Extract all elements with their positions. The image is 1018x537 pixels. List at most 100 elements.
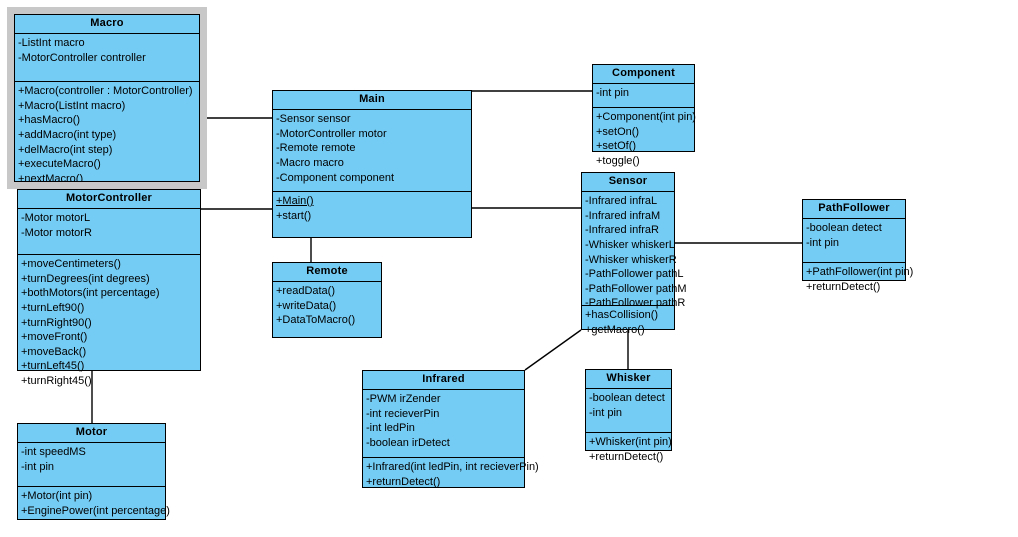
methods-compartment-remote: +readData() +writeData() +DataToMacro()	[273, 282, 381, 331]
method-row: +bothMotors(int percentage)	[21, 287, 160, 300]
attributes-compartment-motor: -int speedMS -int pin	[18, 443, 165, 487]
method-row: +Main()	[276, 195, 314, 207]
attribute-row: -int pin	[596, 87, 630, 99]
method-row: +addMacro(int type)	[18, 128, 117, 141]
uml-class-motorcontroller[interactable]: MotorController-Motor motorL-Motor motor…	[17, 189, 201, 387]
method-row: +Infrared(int ledPin, int recieverPin)	[366, 461, 539, 473]
attribute-row: -Component component	[276, 171, 395, 184]
methods-compartment-pathfollower: +PathFollower(int pin)+returnDetect()	[803, 263, 914, 297]
uml-class-pathfollower[interactable]: PathFollower -boolean detect -int pin +Path…	[802, 199, 913, 293]
attribute-row: -int ledPin	[366, 422, 415, 435]
attributes-compartment-main: -Sensor sensor -MotorController motor -Rem…	[273, 110, 471, 192]
method-row: +Whisker(int pin)	[589, 436, 672, 448]
method-row: +turnRight90()	[21, 316, 92, 329]
method-row: +Motor(int pin)	[21, 490, 93, 502]
attribute-row: -boolean detect	[806, 222, 882, 234]
method-row: +PathFollower(int pin)	[806, 266, 914, 278]
uml-class-whisker[interactable]: Whisker -boolean detect -int pin +Whisker(i…	[585, 369, 672, 463]
uml-class-main[interactable]: Main -Sensor sensor -MotorController motor…	[272, 90, 472, 238]
method-row: +returnDetect()	[366, 475, 441, 488]
uml-class-remote[interactable]: Remote +readData() +writeData() +DataToMacr…	[272, 262, 382, 338]
uml-class-sensor[interactable]: Sensor-Infrared infraL-Infrared infraM-I…	[581, 172, 687, 336]
method-row: +getMacro()	[585, 323, 645, 336]
attributes-compartment-sensor: -Infrared infraL -Infrared infraM -Infrare…	[582, 192, 687, 309]
attribute-row: -PathFollower pathR	[585, 297, 686, 310]
attribute-row: -int pin	[21, 460, 55, 473]
attribute-row: -Remote remote	[276, 142, 356, 155]
methods-compartment-whisker: +Whisker(int pin) +returnDetect()	[586, 433, 672, 467]
method-row: +moveCentimeters()	[21, 258, 121, 270]
class-name-motor: Motor	[18, 424, 165, 443]
method-row: +moveBack()	[21, 345, 87, 358]
attribute-row: -Whisker whiskerR	[585, 253, 677, 266]
methods-compartment-component: +Component(int pin)+setOn()+setOf()+togg…	[593, 108, 696, 172]
attribute-row: -Sensor sensor	[276, 113, 351, 125]
attribute-row: -Motor motorR	[21, 226, 92, 239]
method-row: +readData()	[276, 285, 336, 297]
attribute-row: -ListInt macro	[18, 37, 85, 49]
class-name-pathfollower: PathFollower	[803, 200, 905, 219]
class-name-macro: Macro	[15, 15, 199, 34]
method-row: +DataToMacro()	[276, 314, 356, 327]
attribute-row: -Infrared infraL	[585, 195, 658, 207]
method-row: +nextMacro()	[18, 172, 84, 185]
attributes-compartment-component: -int pin	[593, 84, 694, 108]
methods-compartment-motor: +Motor(int pin) +EnginePower(int percenta…	[18, 487, 170, 521]
uml-class-component[interactable]: Component -int pin +Component(int pin) +set…	[592, 64, 696, 167]
attribute-row: -Macro macro	[276, 156, 344, 169]
method-row: +Component(int pin)	[596, 111, 696, 123]
method-row: +moveFront()	[21, 331, 88, 344]
methods-compartment-main: +Main() +start()	[273, 192, 471, 226]
attributes-compartment-motorcontroller: -Motor motorL-Motor motorR	[18, 209, 200, 255]
attribute-row: -int pin	[806, 236, 840, 249]
class-name-remote: Remote	[273, 263, 381, 282]
attribute-row: -MotorController controller	[18, 51, 146, 64]
attribute-row: -boolean detect	[589, 392, 665, 404]
attribute-row: -int pin	[589, 406, 623, 419]
attribute-row: -MotorController motor	[276, 127, 387, 140]
method-row: +writeData()	[276, 299, 337, 312]
method-row: +turnLeft90()	[21, 301, 85, 314]
connector-sensor-infrared[interactable]	[524, 329, 582, 371]
methods-compartment-infrared: +Infrared(int ledPin, int recieverPin) +r…	[363, 458, 539, 492]
attribute-row: -PathFollower pathL	[585, 268, 684, 281]
attribute-row: -Infrared infraR	[585, 224, 659, 237]
method-row: +setOn()	[596, 125, 640, 138]
method-row: +EnginePower(int percentage)	[21, 504, 170, 517]
method-row: +returnDetect()	[589, 450, 664, 463]
attributes-compartment-infrared: -PWM irZender -int recieverPin -int ledPin…	[363, 390, 524, 458]
method-row: +turnLeft45()	[21, 360, 85, 373]
uml-class-motor[interactable]: Motor -int speedMS -int pin +Motor(int pin)…	[17, 423, 170, 521]
attribute-row: -PathFollower pathM	[585, 282, 687, 295]
uml-class-infrared[interactable]: Infrared -PWM irZender -int recieverPin -in…	[362, 370, 539, 488]
attribute-row: -Infrared infraM	[585, 209, 661, 222]
method-row: +hasMacro()	[18, 114, 81, 127]
method-row: +setOf()	[596, 140, 637, 153]
method-row: +hasCollision()	[585, 309, 659, 321]
attribute-row: -int speedMS	[21, 446, 86, 458]
method-row: +start()	[276, 209, 312, 222]
uml-class-macro[interactable]: Macro -ListInt macro -MotorController cont…	[7, 7, 207, 199]
class-name-infrared: Infrared	[363, 371, 524, 390]
class-name-component: Component	[593, 65, 694, 84]
class-name-sensor: Sensor	[582, 173, 674, 192]
attributes-compartment-pathfollower: -boolean detect -int pin	[803, 219, 905, 263]
attributes-compartment-whisker: -boolean detect -int pin	[586, 389, 671, 433]
method-row: +Macro(controller : MotorController)	[18, 85, 193, 97]
method-row: +turnDegrees(int degrees)	[21, 272, 150, 285]
class-name-whisker: Whisker	[586, 370, 671, 389]
method-row: +Macro(ListInt macro)	[18, 99, 126, 112]
class-name-motorcontroller: MotorController	[18, 190, 200, 209]
class-name-main: Main	[273, 91, 471, 110]
attribute-row: -Whisker whiskerL	[585, 238, 675, 251]
methods-compartment-macro: +Macro(controller : MotorController) +Mac…	[15, 82, 199, 204]
attribute-row: -int recieverPin	[366, 407, 440, 420]
methods-compartment-sensor: +hasCollision() +getMacro()	[582, 306, 674, 340]
method-row: +delMacro(int step)	[18, 143, 113, 156]
attributes-compartment-macro: -ListInt macro -MotorController controlle…	[15, 34, 199, 82]
attribute-row: -PWM irZender	[366, 393, 441, 405]
methods-compartment-motorcontroller: +moveCentimeters() +turnDegrees(int degre…	[18, 255, 200, 392]
attribute-row: -boolean irDetect	[366, 436, 450, 449]
method-row: +turnRight45()	[21, 375, 92, 388]
